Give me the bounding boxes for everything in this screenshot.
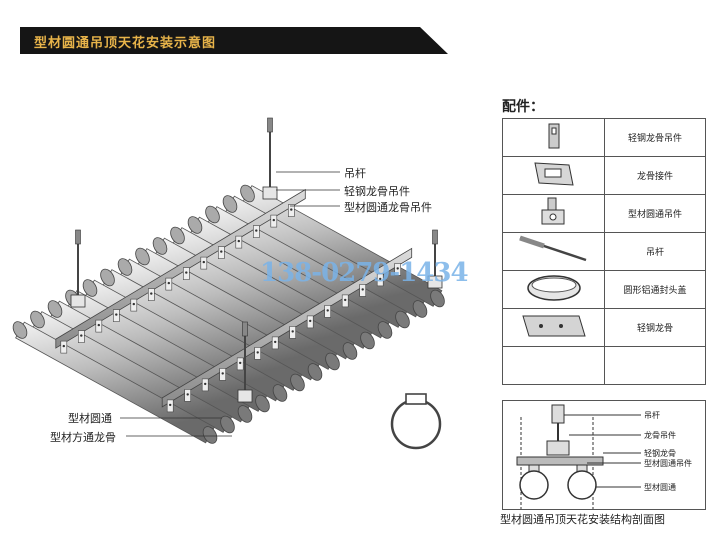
title-banner: 型材圆通吊顶天花安装示意图 <box>20 27 448 54</box>
part-name: 吊杆 <box>604 232 706 271</box>
parts-row: 轻钢龙骨 <box>502 308 706 347</box>
part-name: 轻钢龙骨吊件 <box>604 118 706 157</box>
keel-hanger <box>427 275 443 289</box>
section-label: 吊杆 <box>644 411 660 420</box>
end-cap-icon <box>502 270 605 309</box>
cross-section-drawing <box>516 404 641 509</box>
keel-hanger <box>237 389 253 403</box>
leader-lines-group <box>120 171 340 437</box>
parts-heading: 配件： <box>502 99 544 115</box>
keel-hanger <box>70 294 86 308</box>
part-name <box>604 346 706 385</box>
banner-background <box>20 27 448 54</box>
hanger-rod <box>262 117 278 200</box>
section-label: 龙骨吊件 <box>644 431 676 440</box>
parts-row: 龙骨接件 <box>502 156 706 195</box>
hanger-rod <box>237 321 253 403</box>
parts-row: 轻钢龙骨吊件 <box>502 118 706 157</box>
section-label: 轻钢龙骨 <box>644 449 676 458</box>
hanger-rod-icon <box>502 232 605 271</box>
label-tube: 型材圆通 <box>68 412 112 425</box>
parts-row: 圆形铝通封头盖 <box>502 270 706 309</box>
square-keels-group <box>55 188 413 413</box>
label-hanger-rod: 吊杆 <box>344 167 366 180</box>
section-caption: 型材圆通吊顶天花安装结构剖面图 <box>500 513 665 526</box>
hanger-rods-group <box>70 117 443 403</box>
keel-hanger <box>262 186 278 200</box>
light-steel-keel-icon <box>502 308 605 347</box>
square-keel <box>161 247 413 413</box>
parts-row <box>502 346 706 385</box>
keel-hanger-icon <box>502 118 605 157</box>
section-label: 型材圆通 <box>644 483 676 492</box>
parts-table: 轻钢龙骨吊件 龙骨接件 型材圆通吊件 吊杆 圆形铝通封头盖 轻钢龙骨 <box>502 118 706 385</box>
label-square-keel: 型材方通龙骨 <box>50 431 116 444</box>
hanger-rod <box>427 229 443 289</box>
hanger-rod <box>70 229 86 308</box>
part-name: 圆形铝通封头盖 <box>604 270 706 309</box>
label-keel-hanger: 轻钢龙骨吊件 <box>344 185 410 198</box>
cross-section-panel: 吊杆 龙骨吊件 轻钢龙骨 型材圆通吊件 型材圆通 <box>502 400 706 510</box>
label-tube-keel-hanger: 型材圆通龙骨吊件 <box>344 201 432 214</box>
round-tubes-group <box>12 184 445 444</box>
ceiling-isometric-drawing <box>12 117 445 450</box>
part-name: 型材圆通吊件 <box>604 194 706 233</box>
part-name: 龙骨接件 <box>604 156 706 195</box>
section-label: 型材圆通吊件 <box>644 459 692 468</box>
square-keel <box>55 188 306 354</box>
parts-row: 吊杆 <box>502 232 706 271</box>
tube-profile-icon <box>390 393 442 450</box>
parts-row: 型材圆通吊件 <box>502 194 706 233</box>
phone-watermark: 138-0279-1434 <box>260 258 469 288</box>
tube-hanger-icon <box>502 194 605 233</box>
banner-title: 型材圆通吊顶天花安装示意图 <box>34 36 217 51</box>
keel-connector-icon <box>502 156 605 195</box>
part-name: 轻钢龙骨 <box>604 308 706 347</box>
